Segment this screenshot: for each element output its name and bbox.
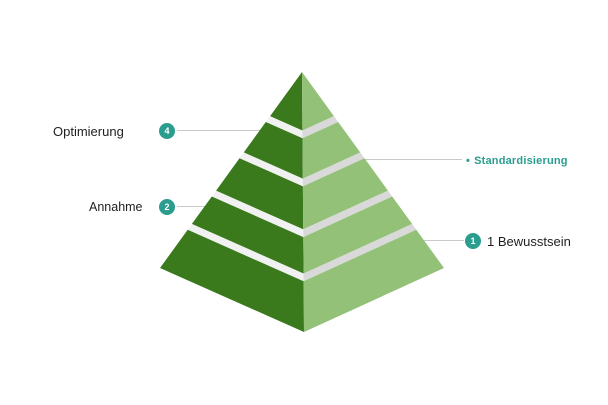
badge-level-1[interactable]: 1 [465,233,481,249]
label-standardisierung[interactable]: •Standardisierung [466,155,568,167]
pyramid-level-4-left-face[interactable] [243,122,303,179]
pyramid-gap-left [211,190,304,238]
label-annahme: Annahme [89,200,143,214]
pyramid-gap-right [302,152,365,187]
pyramid-gap-right [302,116,339,139]
label-standardisierung-text: Standardisierung [474,155,568,167]
pyramid-level-2-left-face[interactable] [191,196,304,274]
pyramid-level-2-right-face[interactable] [303,196,413,274]
badge-level-2[interactable]: 2 [159,199,175,215]
pyramid-gap-left [239,152,303,187]
pyramid-level-5-left-face[interactable] [270,72,303,131]
pyramid-level-5-right-face[interactable] [302,72,334,131]
pyramid-level-1-left-face[interactable] [160,229,304,332]
connector-line-bewusstsein [418,240,464,241]
pyramid-gap-right [303,223,417,282]
badge-level-4[interactable]: 4 [159,123,175,139]
pyramid-gap-left [265,116,303,139]
pyramid-level-3-left-face[interactable] [216,158,304,230]
bullet-icon: • [466,155,471,167]
pyramid-gap-left [187,223,304,282]
pyramid-level-1-right-face[interactable] [303,229,444,332]
pyramid-level-4-right-face[interactable] [302,122,361,179]
label-bewusstsein: 1 Bewusstsein [487,234,571,249]
label-optimierung: Optimierung [53,124,124,139]
pyramid-level-3-right-face[interactable] [302,158,388,230]
connector-line-standardisierung [362,159,462,160]
pyramid-gap-right [303,190,393,238]
connector-line-optimierung [177,130,265,131]
